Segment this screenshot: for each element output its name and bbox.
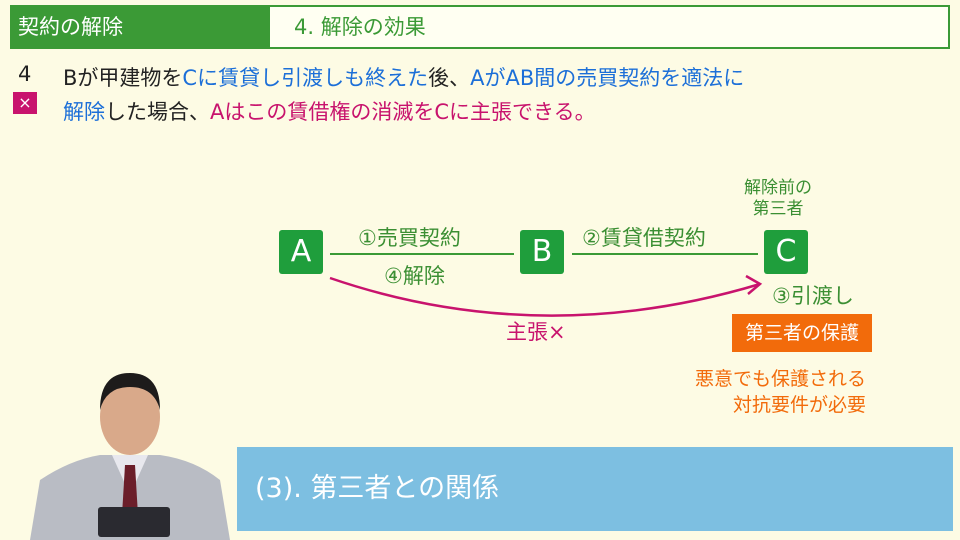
party-a-box: A (279, 230, 323, 274)
question-line-2: 解除した場合、Aはこの賃借権の消滅をCに主張できる。 (63, 96, 596, 126)
question-text: Aはこの賃借権の消滅をCに主張できる。 (210, 100, 596, 124)
question-line-1: Bが甲建物をCに賃貸し引渡しも終えた後、AがAB間の売買契約を適法に (63, 62, 744, 92)
protection-note: 悪意でも保護される (694, 368, 866, 390)
rescission-label: ④解除 (384, 264, 445, 288)
c-note-line: 解除前の (744, 178, 812, 198)
third-party-protection-badge: 第三者の保護 (732, 314, 872, 352)
party-b-box: B (520, 230, 564, 274)
ab-line (330, 253, 514, 255)
party-c-box: C (764, 230, 808, 274)
question-text: 後、 (428, 66, 471, 90)
sale-contract-label: ①売買契約 (358, 226, 461, 250)
presenter-video (30, 373, 230, 540)
question-text: 解除 (63, 100, 105, 124)
question-text: AがAB間の売買契約を適法に (470, 66, 745, 90)
bc-line (572, 253, 758, 255)
question-number: 4 (18, 62, 32, 86)
section-banner: (3). 第三者との関係 (237, 447, 953, 531)
topic-title: 4. 解除の効果 (294, 15, 426, 39)
section-title: 契約の解除 (12, 7, 270, 47)
answer-mark-badge: × (13, 92, 37, 114)
question-text: した場合、 (105, 100, 210, 124)
c-note-line: 第三者 (752, 199, 804, 219)
question-text: Cに賃貸し引渡しも終えた (182, 66, 429, 90)
question-text: Bが甲建物を (63, 66, 183, 90)
protection-note: 対抗要件が必要 (732, 394, 866, 416)
slide-header: 契約の解除 4. 解除の効果 (10, 5, 950, 49)
c-note: 解除前の 第三者 (744, 178, 812, 220)
claim-label: 主張× (506, 320, 566, 344)
lease-contract-label: ②賃貸借契約 (582, 226, 706, 250)
delivery-label: ③引渡し (772, 284, 854, 308)
